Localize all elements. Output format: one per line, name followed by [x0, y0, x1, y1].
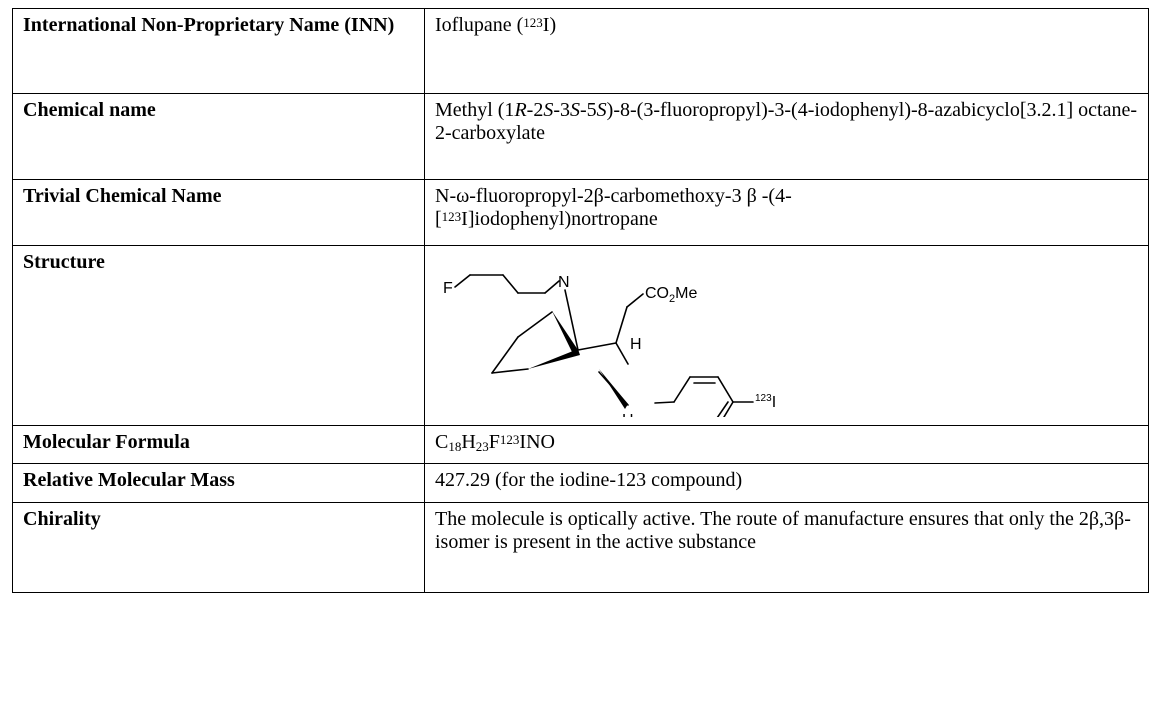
chirality-value: The molecule is optically active. The ro… — [424, 502, 1149, 593]
row-label: Chemical name — [12, 93, 425, 180]
chem-text: -3 — [553, 99, 570, 121]
atom-fluorine: F — [443, 280, 453, 297]
atom-hydrogen: H — [630, 336, 642, 353]
table-row: Molecular Formula C18H23F123INO — [12, 425, 1149, 464]
structure-cell: F N CO2Me H H 123I — [424, 245, 1149, 426]
molecular-mass-value: 427.29 (for the iodine-123 compound) — [424, 463, 1149, 503]
isotope-superscript: 123 — [441, 209, 462, 224]
trivial-text: I]iodophenyl)nortropane — [461, 208, 658, 230]
row-label: Structure — [12, 245, 425, 426]
table-row: Trivial Chemical Name N-ω-fluoropropyl-2… — [12, 179, 1149, 246]
trivial-text: [ — [435, 208, 442, 230]
row-label: Chirality — [12, 502, 425, 593]
atom-hydrogen: H — [622, 412, 634, 417]
formula-text: INO — [519, 431, 555, 453]
inn-text-end: I) — [542, 14, 557, 36]
trivial-text: N-ω-fluoropropyl-2β-carbomethoxy-3 β -(4… — [435, 185, 792, 207]
atom-nitrogen: N — [558, 274, 570, 291]
chem-italic: S — [570, 99, 580, 121]
formula-text: H — [461, 431, 476, 453]
molecule-structure: F N CO2Me H H 123I — [443, 274, 775, 417]
ester-group: CO2Me — [645, 285, 697, 305]
chem-italic: S — [596, 99, 607, 121]
chem-text: )-8-(3-fluoropropyl)-3-(4-iodophenyl)-8-… — [435, 99, 1138, 144]
row-label: Molecular Formula — [12, 425, 425, 464]
isotope-superscript: 123 — [523, 15, 543, 30]
table-row: Relative Molecular Mass 427.29 (for the … — [12, 463, 1149, 503]
chem-text: -2 — [526, 99, 544, 121]
inn-text: Ioflupane ( — [435, 14, 524, 36]
properties-table: International Non-Proprietary Name (INN)… — [12, 8, 1149, 593]
formula-text: C — [435, 431, 449, 453]
chem-text: Methyl (1 — [435, 99, 515, 121]
iodine-label: 123I — [755, 393, 775, 411]
row-label: Trivial Chemical Name — [12, 179, 425, 246]
table-row: Structure — [12, 245, 1149, 426]
table-row: International Non-Proprietary Name (INN)… — [12, 8, 1149, 94]
inn-value: Ioflupane (123I) — [424, 8, 1149, 94]
row-label: Relative Molecular Mass — [12, 463, 425, 503]
table-row: Chemical name Methyl (1R-2S-3S-5S)-8-(3-… — [12, 93, 1149, 180]
chem-italic: S — [543, 99, 554, 121]
chem-italic: R — [514, 99, 527, 121]
formula-text: F — [488, 431, 500, 453]
row-label: International Non-Proprietary Name (INN) — [12, 8, 425, 94]
isotope-superscript: 123 — [499, 432, 520, 447]
table-row: Chirality The molecule is optically acti… — [12, 502, 1149, 593]
chemical-name-value: Methyl (1R-2S-3S-5S)-8-(3-fluoropropyl)-… — [424, 93, 1149, 180]
molecular-formula-value: C18H23F123INO — [424, 425, 1149, 464]
formula-subscript: 23 — [475, 439, 489, 454]
formula-subscript: 18 — [448, 439, 462, 454]
chem-text: -5 — [580, 99, 597, 121]
trivial-name-value: N-ω-fluoropropyl-2β-carbomethoxy-3 β -(4… — [424, 179, 1149, 246]
